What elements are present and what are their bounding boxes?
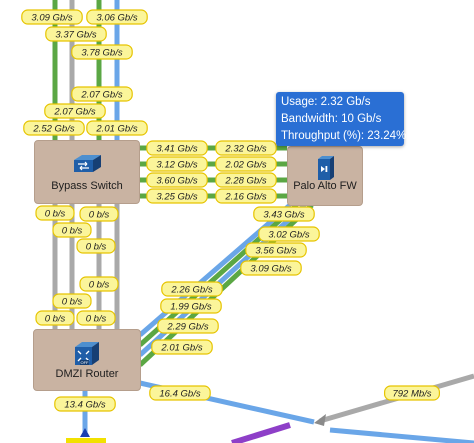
link-label-text: 2.29 Gb/s [166,322,208,333]
link-label-top-right-1[interactable]: 3.78 Gb/s [71,44,133,60]
link-label-fw-router-upper-2[interactable]: 3.56 Gb/s [245,242,307,258]
link-label-top-left-1[interactable]: 3.37 Gb/s [45,26,107,42]
link-label-switch-fw-right-1[interactable]: 2.02 Gb/s [215,156,277,172]
link-label-fw-router-lower-0[interactable]: 2.26 Gb/s [161,281,223,297]
link-label-text: 2.02 Gb/s [224,160,266,171]
svg-text:OFF: OFF [81,360,90,365]
link-label-top-right-2[interactable]: 2.07 Gb/s [71,86,133,102]
link-label-text: 2.07 Gb/s [80,90,122,101]
tooltip-bandwidth: Bandwidth: 10 Gb/s [281,113,382,125]
link-label-text: 2.16 Gb/s [224,192,266,203]
palo-alto-fw-node[interactable]: Palo Alto FW [287,146,363,206]
link-label-switch-router-1[interactable]: 0 b/s [52,222,92,238]
dmzi-router-node[interactable]: OFF DMZI Router [33,329,141,391]
dmzi-router-label: DMZI Router [55,368,119,380]
link-label-switch-router-6[interactable]: 0 b/s [79,276,119,292]
link-label-fw-router-upper-3[interactable]: 3.09 Gb/s [240,260,302,276]
link-label-text: 0 b/s [45,314,66,325]
link-labels: 3.09 Gb/s 3.37 Gb/s 2.07 Gb/s 2.52 Gb/s 3.06… [21,9,441,412]
link-label-text: 3.43 Gb/s [263,210,304,221]
link-label-switch-fw-left-2[interactable]: 3.60 Gb/s [146,172,208,188]
link-label-switch-fw-right-2[interactable]: 2.28 Gb/s [215,172,277,188]
link-label-text: 3.78 Gb/s [81,48,122,59]
link-label-switch-fw-left-3[interactable]: 3.25 Gb/s [146,188,208,204]
link-label-router-out-0[interactable]: 13.4 Gb/s [54,396,116,412]
link-label-text: 2.32 Gb/s [224,144,266,155]
link-label-switch-router-5[interactable]: 0 b/s [52,293,92,309]
link-label-router-out-1[interactable]: 16.4 Gb/s [149,385,211,401]
firewall-icon [318,156,334,180]
link-label-text: 3.25 Gb/s [156,192,197,203]
link-label-fw-router-upper-1[interactable]: 3.02 Gb/s [258,226,320,242]
link-label-text: 3.60 Gb/s [156,176,197,187]
link-label-text: 2.01 Gb/s [160,343,202,354]
link-label-switch-fw-right-0[interactable]: 2.32 Gb/s [215,140,277,156]
link-label-text: 0 b/s [62,226,83,237]
link-label-switch-router-7[interactable]: 0 b/s [76,310,116,326]
palo-alto-fw-label: Palo Alto FW [293,180,357,192]
link-label-text: 0 b/s [86,314,107,325]
link-label-text: 0 b/s [62,297,83,308]
link-label-text: 1.99 Gb/s [170,302,211,313]
link-label-switch-router-3[interactable]: 0 b/s [76,238,116,254]
link-label-text: 3.41 Gb/s [156,144,197,155]
link-label-fw-router-lower-3[interactable]: 2.01 Gb/s [151,339,213,355]
link-label-top-left-3[interactable]: 2.52 Gb/s [23,120,85,136]
link-label-switch-fw-right-3[interactable]: 2.16 Gb/s [215,188,277,204]
link-label-text: 3.06 Gb/s [96,13,137,24]
link-tooltip: Usage: 2.32 Gb/s Bandwidth: 10 Gb/s Thro… [276,92,407,146]
link-label-router-out-2[interactable]: 792 Mb/s [384,385,441,401]
link-label-text: 3.09 Gb/s [31,13,72,24]
link-label-text: 2.28 Gb/s [224,176,266,187]
link-label-text: 3.37 Gb/s [55,30,96,41]
link-label-text: 3.56 Gb/s [255,246,296,257]
link-label-text: 0 b/s [89,210,110,221]
link-label-fw-router-lower-1[interactable]: 1.99 Gb/s [160,298,222,314]
link-label-text: 0 b/s [86,242,107,253]
link-label-text: 2.07 Gb/s [53,107,95,118]
link-label-switch-fw-left-1[interactable]: 3.12 Gb/s [146,156,208,172]
link-label-top-left-0[interactable]: 3.09 Gb/s [21,9,83,25]
link-label-text: 3.12 Gb/s [156,160,197,171]
link-label-text: 3.09 Gb/s [250,264,291,275]
link-label-text: 3.02 Gb/s [268,230,309,241]
tooltip-throughput: Throughput (%): 23.24% [281,130,407,142]
link-label-text: 2.52 Gb/s [32,124,74,135]
link-label-text: 792 Mb/s [392,389,431,400]
router-icon: OFF [75,342,99,365]
bypass-switch-label: Bypass Switch [51,180,123,192]
link-label-top-right-3[interactable]: 2.01 Gb/s [86,120,148,136]
link-label-top-left-2[interactable]: 2.07 Gb/s [44,103,106,119]
tooltip-usage: Usage: 2.32 Gb/s [281,96,371,108]
network-switch-icon [74,155,101,172]
link-label-text: 0 b/s [45,209,66,220]
link-label-text: 2.26 Gb/s [170,285,212,296]
link-label-text: 0 b/s [89,280,110,291]
link-label-switch-router-0[interactable]: 0 b/s [35,205,75,221]
link-label-text: 13.4 Gb/s [64,400,105,411]
bypass-switch-node[interactable]: Bypass Switch [34,140,140,204]
link-label-switch-router-2[interactable]: 0 b/s [79,206,119,222]
link-label-switch-fw-left-0[interactable]: 3.41 Gb/s [146,140,208,156]
link-label-text: 2.01 Gb/s [95,124,137,135]
link-label-top-right-0[interactable]: 3.06 Gb/s [86,9,148,25]
link-label-fw-router-upper-0[interactable]: 3.43 Gb/s [253,206,315,222]
link-label-text: 16.4 Gb/s [159,389,200,400]
link-label-fw-router-lower-2[interactable]: 2.29 Gb/s [157,318,219,334]
link-label-switch-router-4[interactable]: 0 b/s [35,310,75,326]
